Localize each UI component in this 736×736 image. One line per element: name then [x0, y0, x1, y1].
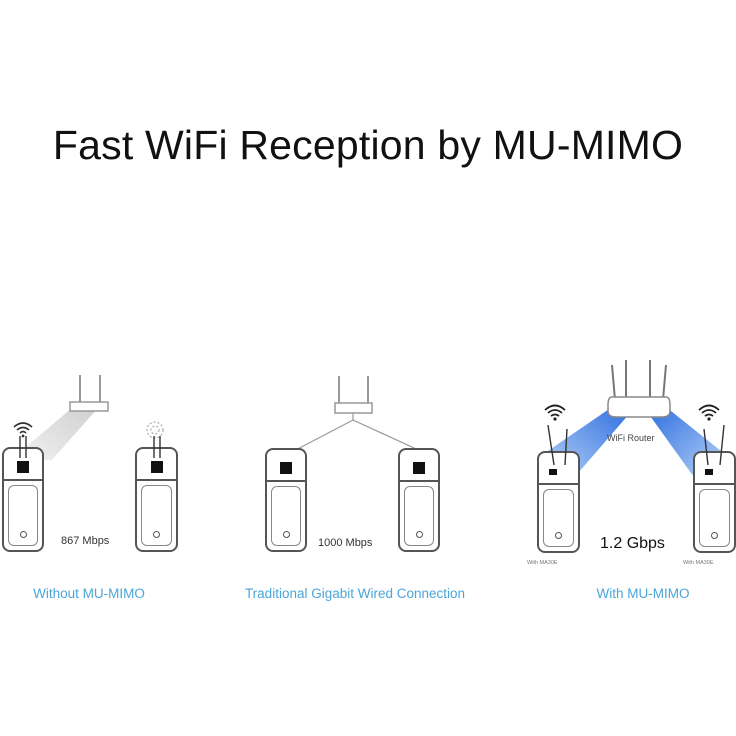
- speed-label: 867 Mbps: [61, 535, 110, 547]
- wifi-signal-icon: [698, 404, 720, 421]
- caption-with-mu-mimo: With MU-MIMO: [596, 586, 690, 601]
- antenna-icon: [547, 425, 568, 466]
- extender-device: [265, 448, 307, 552]
- weak-signal-icon: [146, 421, 164, 439]
- extender-device: [537, 451, 580, 553]
- device-label: With MA30E: [527, 560, 558, 566]
- device-label: With MA30E: [683, 560, 714, 566]
- antenna-icon: [19, 436, 27, 458]
- caption-wired-connection: Traditional Gigabit Wired Connection: [244, 586, 466, 601]
- router-label: WiFi Router: [607, 433, 655, 443]
- extender-device: [2, 447, 44, 552]
- wifi-signal-icon: [544, 404, 566, 421]
- wired-router-icon: [289, 376, 426, 454]
- speed-label: 1.2 Gbps: [600, 535, 665, 552]
- extender-device: [693, 451, 736, 553]
- caption-without-mu-mimo: Without MU-MIMO: [33, 586, 145, 601]
- antenna-icon: [703, 425, 725, 466]
- wifi-signal-icon: [13, 422, 33, 438]
- extender-device: [135, 447, 178, 552]
- speed-label: 1000 Mbps: [318, 537, 373, 549]
- page-title: Fast WiFi Reception by MU-MIMO: [52, 122, 684, 168]
- extender-device: [398, 448, 440, 552]
- antenna-icon: [153, 436, 161, 458]
